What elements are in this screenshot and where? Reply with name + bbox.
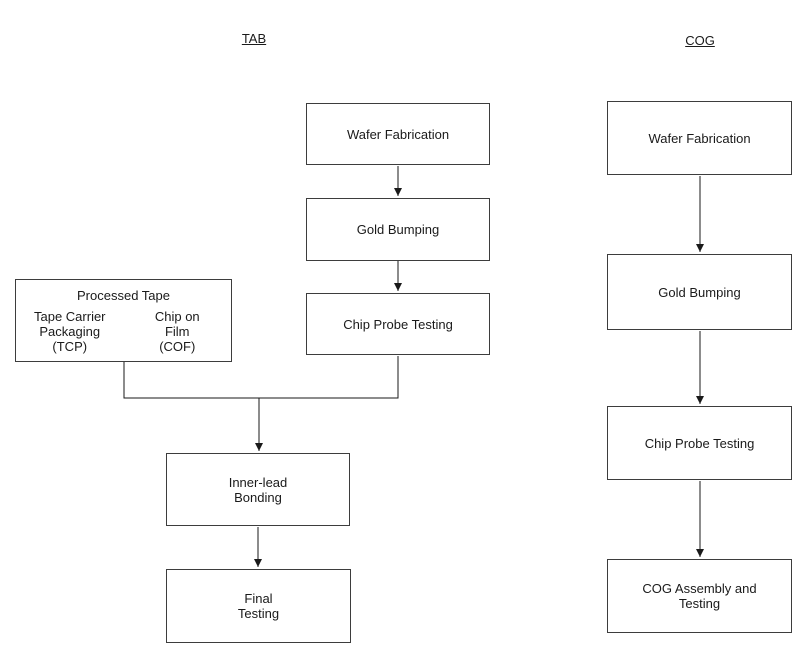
cog-box-wafer-fabrication-label: Wafer Fabrication [648,130,751,146]
tab-box-processed-tape: Processed Tape Tape Carrier Packaging (T… [15,279,232,362]
tab-box-gold-bumping-label: Gold Bumping [356,222,440,237]
tab-box-wafer-fabrication: Wafer Fabrication [306,103,490,165]
tab-box-final-testing: Final Testing [166,569,351,643]
cog-box-chip-probe-testing: Chip Probe Testing [607,406,792,480]
cog-box-gold-bumping-label: Gold Bumping [658,284,741,300]
cog-box-chip-probe-testing-label: Chip Probe Testing [644,435,755,451]
cog-box-wafer-fabrication: Wafer Fabrication [607,101,792,175]
merge-line-tape-and-chipprobe [123,356,399,399]
processed-tape-cof-label: Chip on Film (COF) [154,309,200,354]
tab-box-chip-probe-testing: Chip Probe Testing [306,293,490,355]
cog-box-assembly-and-testing: COG Assembly and Testing [607,559,792,633]
cog-box-gold-bumping: Gold Bumping [607,254,792,330]
tab-column-title: TAB [241,31,267,46]
processed-tape-tcp-label: Tape Carrier Packaging (TCP) [33,309,106,354]
cog-column-title: COG [685,33,715,48]
tab-box-final-testing-label: Final Testing [237,591,280,621]
tab-box-inner-lead-bonding: Inner-lead Bonding [166,453,350,526]
tab-box-gold-bumping: Gold Bumping [306,198,490,261]
processed-tape-title: Processed Tape [77,288,170,303]
tab-box-chip-probe-testing-label: Chip Probe Testing [343,316,453,332]
tab-box-inner-lead-bonding-label: Inner-lead Bonding [228,474,288,505]
cog-box-assembly-and-testing-label: COG Assembly and Testing [642,581,757,611]
processed-tape-columns: Tape Carrier Packaging (TCP) Chip on Fil… [16,309,231,354]
tab-box-wafer-fabrication-label: Wafer Fabrication [346,126,450,142]
